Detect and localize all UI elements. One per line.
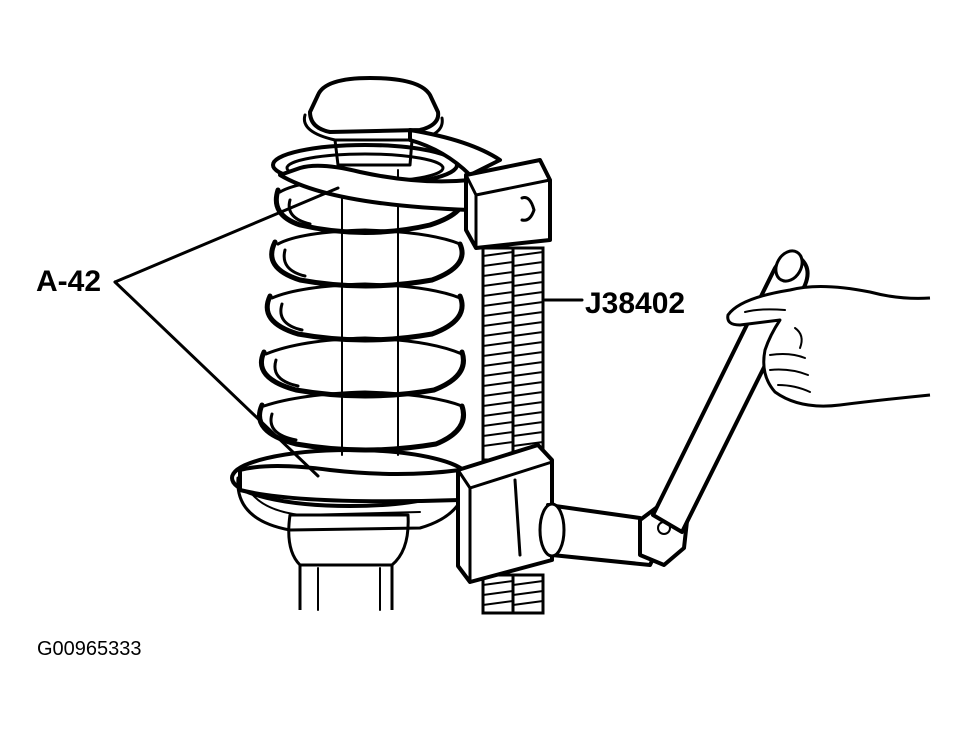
callout-a42: A-42 <box>36 265 101 298</box>
callout-j38402: J38402 <box>585 287 685 320</box>
leader-lines <box>113 186 584 478</box>
figure-id: G00965333 <box>37 638 142 660</box>
upper-strut-mount <box>302 76 444 167</box>
coil-spring <box>257 143 466 456</box>
spring-compressor-tool <box>238 128 690 615</box>
threaded-screws <box>481 246 545 615</box>
hand-illustration <box>726 284 931 408</box>
ratchet-handle <box>651 249 810 534</box>
